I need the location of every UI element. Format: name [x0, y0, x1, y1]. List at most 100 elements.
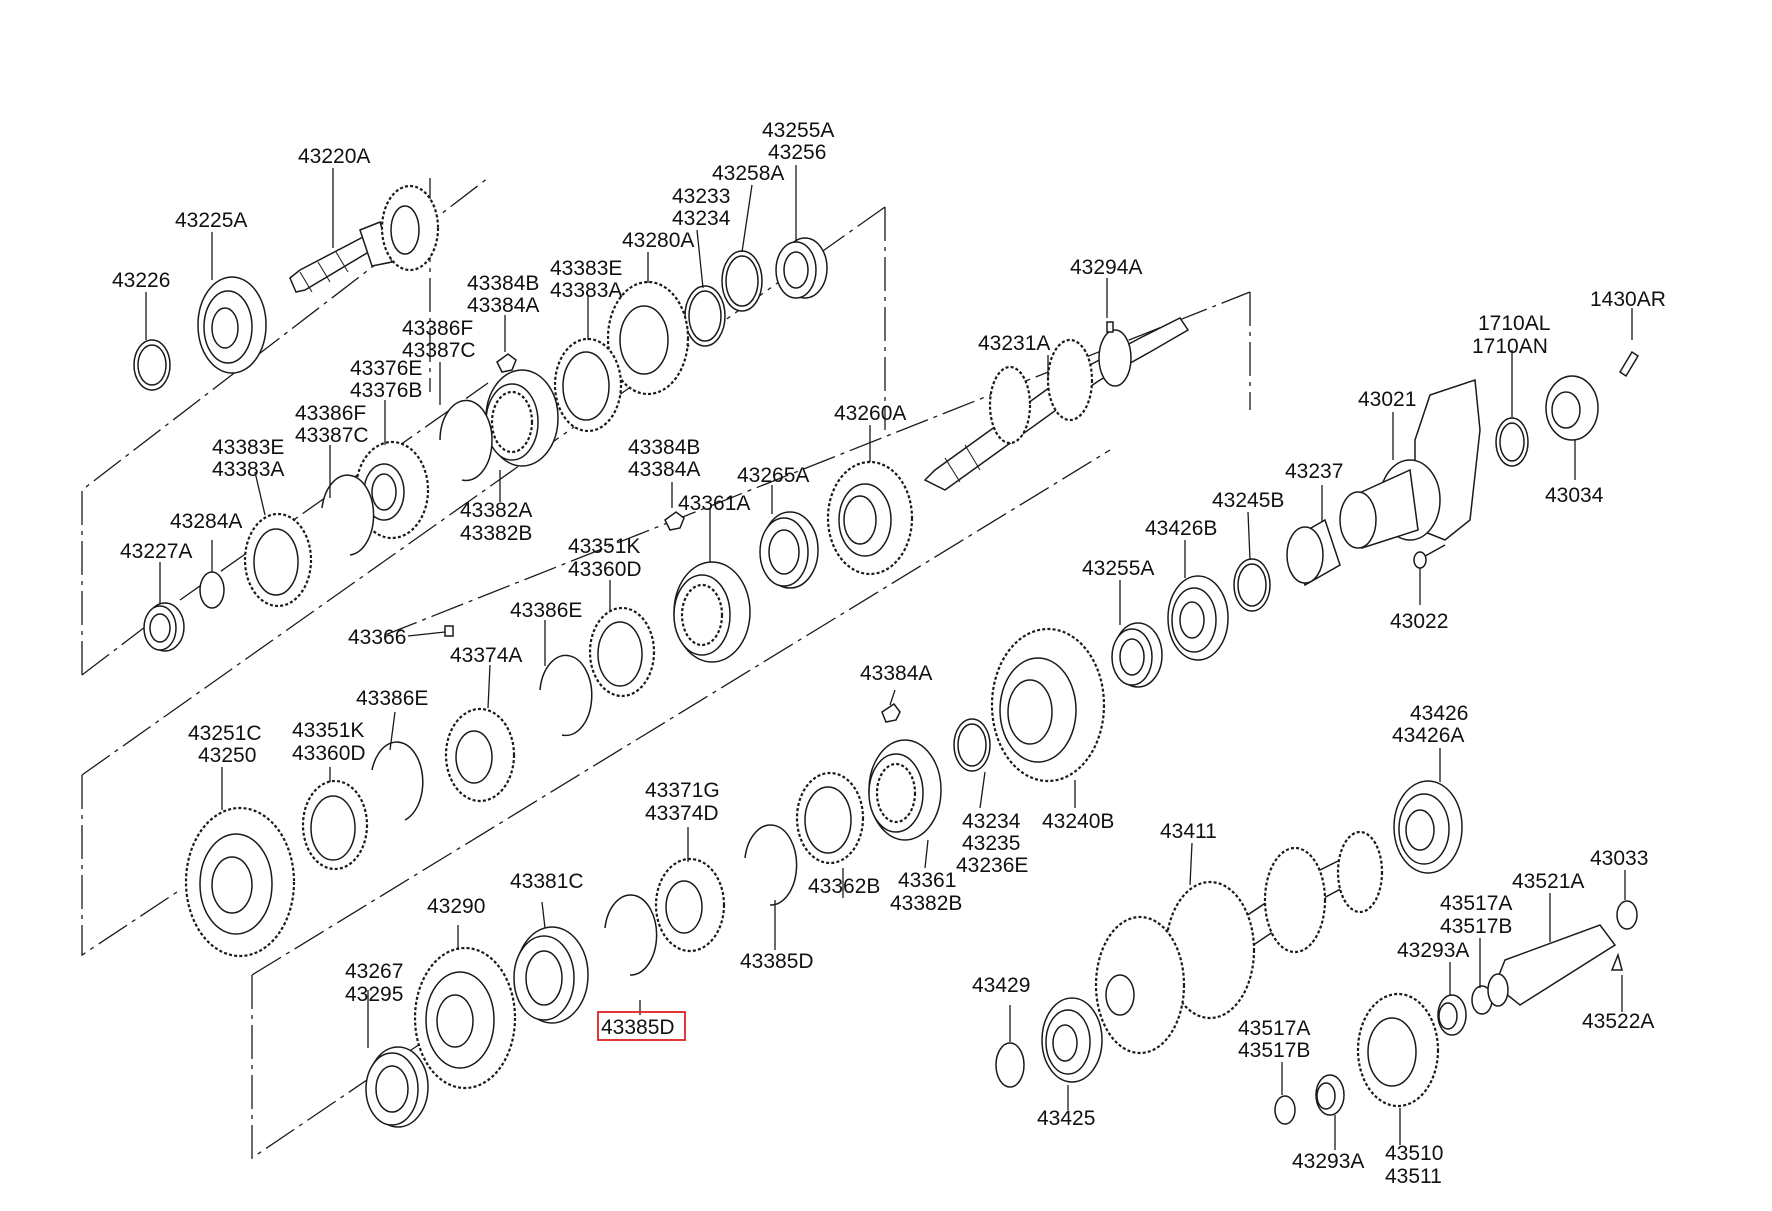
pin-part — [444, 625, 454, 637]
part-label[interactable]: 43382B — [890, 892, 962, 915]
part-label[interactable]: 43220A — [298, 145, 370, 168]
part-label[interactable]: 43382B — [460, 522, 532, 545]
part-label[interactable]: 43293A — [1292, 1150, 1364, 1173]
part-label[interactable]: 43425 — [1037, 1107, 1095, 1130]
input-shaft-group — [133, 184, 828, 652]
part-label[interactable]: 43225A — [175, 209, 247, 232]
part-label[interactable]: 43374D — [645, 802, 719, 825]
part-label[interactable]: 43255A — [762, 119, 834, 142]
part-label[interactable]: 1710AL — [1478, 312, 1550, 335]
part-label[interactable]: 43366 — [348, 626, 406, 649]
part-label[interactable]: 43387C — [295, 424, 369, 447]
main-shaft-part — [923, 317, 1190, 491]
idler-shaft-part — [1494, 924, 1617, 1006]
leader-lines — [145, 165, 1633, 1150]
part-label[interactable]: 43034 — [1545, 484, 1604, 507]
part-label[interactable]: 43295 — [345, 983, 403, 1006]
part-label[interactable]: 43362B — [808, 875, 880, 898]
part-label[interactable]: 43429 — [972, 974, 1030, 997]
part-label[interactable]: 43226 — [112, 269, 170, 292]
part-label[interactable]: 43381C — [510, 870, 584, 893]
part-label[interactable]: 43245B — [1212, 489, 1284, 512]
part-label[interactable]: 43233 — [672, 185, 730, 208]
o-ring-part — [1616, 900, 1638, 930]
input-shaft-part — [289, 184, 440, 293]
part-label[interactable]: 43351K — [292, 719, 364, 742]
part-label[interactable]: 43360D — [568, 558, 642, 581]
part-label[interactable]: 43384A — [467, 294, 539, 317]
part-label[interactable]: 43517A — [1238, 1017, 1310, 1040]
part-label[interactable]: 43426A — [1392, 724, 1464, 747]
counter-shaft-group — [995, 780, 1638, 1125]
part-label[interactable]: 43384B — [628, 436, 700, 459]
part-label[interactable]: 43234 — [672, 207, 731, 230]
part-label[interactable]: 43234 — [962, 810, 1021, 833]
part-label[interactable]: 43021 — [1358, 388, 1416, 411]
part-label[interactable]: 43255A — [1082, 557, 1154, 580]
part-label[interactable]: 43033 — [1590, 847, 1648, 870]
part-label[interactable]: 43290 — [427, 895, 485, 918]
part-label[interactable]: 43387C — [402, 339, 476, 362]
part-label[interactable]: 43265A — [737, 464, 809, 487]
part-label[interactable]: 43411 — [1160, 820, 1217, 843]
part-label[interactable]: 43231A — [978, 332, 1050, 355]
key-part — [664, 511, 685, 531]
part-label[interactable]: 43522A — [1582, 1010, 1654, 1033]
part-label[interactable]: 43517B — [1238, 1039, 1310, 1062]
part-label[interactable]: 43227A — [120, 540, 192, 563]
part-label[interactable]: 43293A — [1397, 939, 1469, 962]
part-label[interactable]: 43510 — [1385, 1142, 1443, 1165]
part-label[interactable]: 43517A — [1440, 892, 1512, 915]
part-label[interactable]: 43237 — [1285, 460, 1343, 483]
part-label[interactable]: 43386F — [295, 402, 366, 425]
part-label[interactable]: 43236E — [956, 854, 1028, 877]
part-label[interactable]: 43384A — [628, 458, 700, 481]
part-label[interactable]: 1430AR — [1590, 288, 1666, 311]
part-label[interactable]: 43386E — [510, 599, 582, 622]
part-label[interactable]: 43280A — [622, 229, 694, 252]
part-label[interactable]: 43361A — [678, 492, 750, 515]
part-label[interactable]: 43426B — [1145, 517, 1217, 540]
part-label[interactable]: 43251C — [188, 722, 262, 745]
part-label[interactable]: 43383A — [550, 279, 622, 302]
part-label[interactable]: 43517B — [1440, 915, 1512, 938]
part-label[interactable]: 43361 — [898, 869, 956, 892]
cotter-pin-part — [1618, 350, 1640, 378]
part-label[interactable]: 43382A — [460, 499, 532, 522]
part-label[interactable]: 43383A — [212, 458, 284, 481]
part-label[interactable]: 43022 — [1390, 610, 1448, 633]
part-label[interactable]: 1710AN — [1472, 335, 1548, 358]
part-label[interactable]: 43383E — [550, 257, 622, 280]
part-label[interactable]: 43235 — [962, 832, 1020, 855]
part-label[interactable]: 43260A — [834, 402, 906, 425]
part-label[interactable]: 43384A — [860, 662, 932, 685]
part-label[interactable]: 43360D — [292, 742, 366, 765]
needle-bearing-part — [143, 602, 185, 652]
ring-part — [199, 571, 225, 609]
part-label[interactable]: 43386F — [402, 317, 473, 340]
part-label-selected[interactable]: 43385D — [601, 1016, 675, 1039]
part-label[interactable]: 43374A — [450, 644, 522, 667]
part-label[interactable]: 43376B — [350, 379, 422, 402]
main-shaft-group — [184, 317, 1190, 958]
part-label[interactable]: 43258A — [712, 162, 784, 185]
part-label[interactable]: 43240B — [1042, 810, 1114, 833]
part-label[interactable]: 43426 — [1410, 702, 1468, 725]
part-label[interactable]: 43284A — [170, 510, 242, 533]
part-label[interactable]: 43351K — [568, 535, 640, 558]
part-label[interactable]: 43384B — [467, 272, 539, 295]
part-label[interactable]: 43371G — [645, 779, 720, 802]
key-part — [496, 353, 517, 373]
needle-bearing-part — [775, 237, 828, 299]
part-label[interactable]: 43250 — [198, 744, 256, 767]
part-label[interactable]: 43267 — [345, 960, 403, 983]
part-label[interactable]: 43511 — [1385, 1165, 1442, 1188]
spring-part — [371, 741, 424, 821]
part-label[interactable]: 43294A — [1070, 256, 1142, 279]
part-label[interactable]: 43385D — [740, 950, 814, 973]
part-label[interactable]: 43383E — [212, 436, 284, 459]
part-label[interactable]: 43521A — [1512, 870, 1584, 893]
part-label[interactable]: 43386E — [356, 687, 428, 710]
part-label[interactable]: 43376E — [350, 357, 422, 380]
part-label[interactable]: 43256 — [768, 141, 826, 164]
